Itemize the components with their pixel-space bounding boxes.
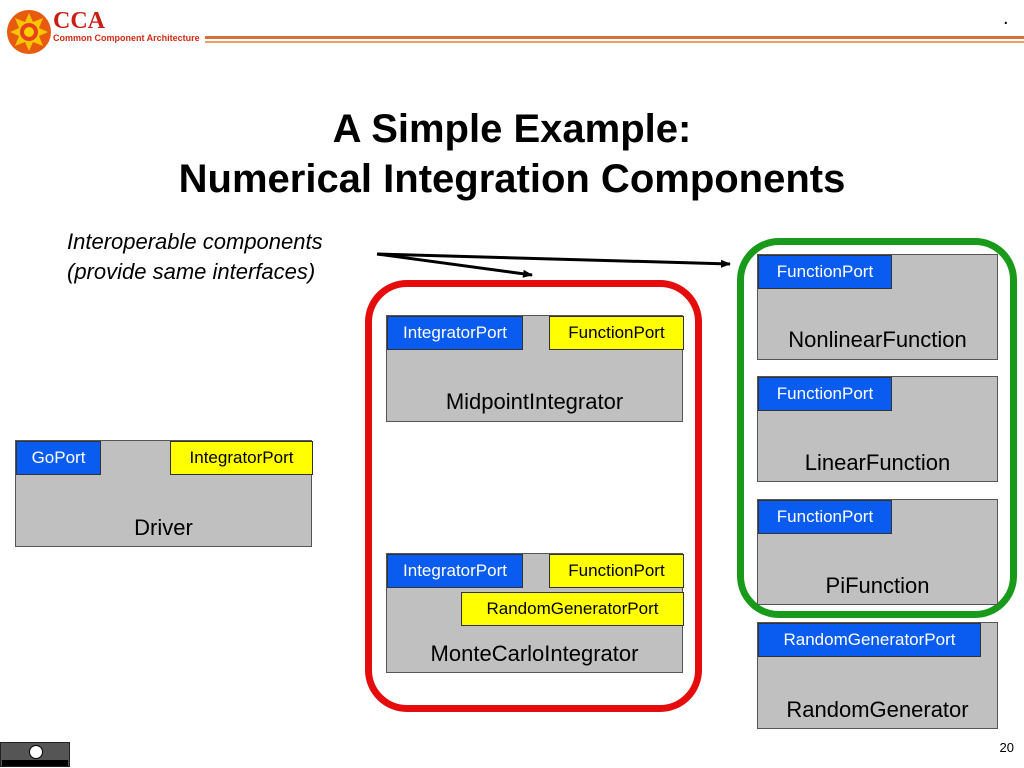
functionport-provides: FunctionPort [758,500,892,534]
functionport-uses: FunctionPort [549,316,684,350]
arrow-to-functions [376,252,731,268]
component-name: LinearFunction [804,450,951,475]
nonlinear-function-component: FunctionPort NonlinearFunction [757,254,998,360]
integrator-group-outline [365,280,702,712]
driver-component: GoPort IntegratorPort Driver [15,440,313,547]
annotation-line-2: (provide same interfaces) [67,259,316,284]
header-rule [205,36,1024,39]
montecarlo-integrator-component: IntegratorPort FunctionPort RandomGenera… [386,553,684,673]
header-rule-secondary [205,41,1024,43]
component-name: Driver [134,515,193,540]
title-line-2: Numerical Integration Components [178,157,846,201]
integratorport-uses: IntegratorPort [170,441,313,475]
corner-mark: . [1003,7,1009,29]
arrow-to-integrators [376,252,533,278]
midpoint-integrator-component: IntegratorPort FunctionPort MidpointInte… [386,315,684,422]
random-generator-component: RandomGeneratorPort RandomGenerator [757,622,998,729]
title-line-1: A Simple Example: [332,107,692,151]
logo-text: CCA [53,8,105,34]
integratorport-provides: IntegratorPort [387,554,523,588]
component-name: RandomGenerator [786,697,969,722]
randomgeneratorport-uses: RandomGeneratorPort [461,592,684,626]
cc-some-rights-reserved-icon [0,742,70,767]
slide-number: 20 [999,740,1014,755]
integratorport-provides: IntegratorPort [387,316,523,350]
slide-title: A Simple Example: Numerical Integration … [0,104,1024,204]
function-group-outline [737,238,1017,618]
component-name: MidpointIntegrator [445,389,624,414]
randomgeneratorport-provides: RandomGeneratorPort [758,623,981,657]
functionport-provides: FunctionPort [758,377,892,411]
linear-function-component: FunctionPort LinearFunction [757,376,998,482]
annotation: Interoperable components (provide same i… [67,227,323,287]
cca-logo-icon [7,10,51,54]
pi-function-component: FunctionPort PiFunction [757,499,998,605]
logo-subtitle: Common Component Architecture [53,33,200,43]
component-name: MonteCarloIntegrator [430,641,639,666]
component-name: NonlinearFunction [788,327,967,352]
annotation-line-1: Interoperable components [67,229,323,254]
functionport-uses: FunctionPort [549,554,684,588]
functionport-provides: FunctionPort [758,255,892,289]
goport-provides: GoPort [16,441,101,475]
component-name: PiFunction [825,573,930,598]
